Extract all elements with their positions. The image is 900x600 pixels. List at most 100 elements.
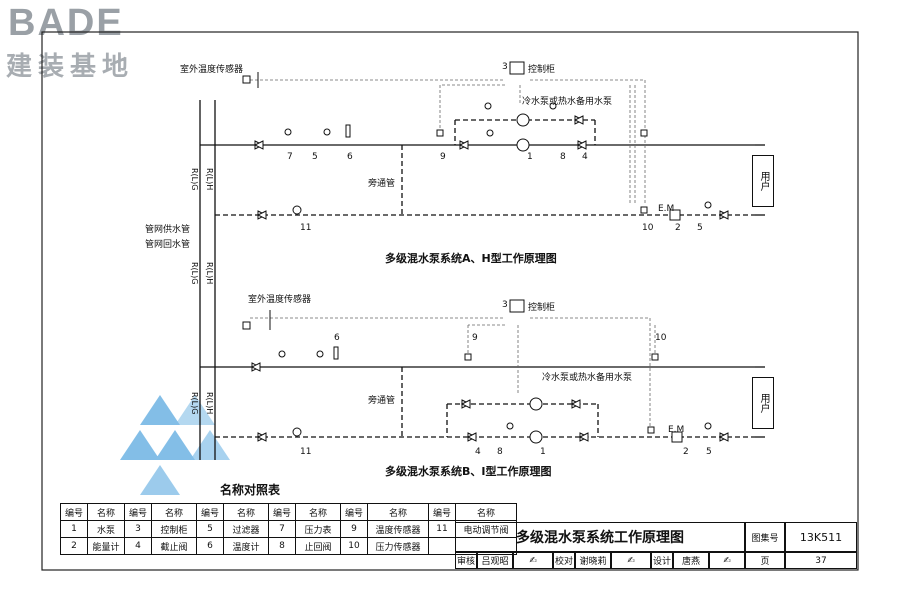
legend-header-cell: 编号	[340, 503, 368, 521]
titleblock-check-signature: ✍	[611, 552, 651, 569]
legend-cell: 止回阀	[295, 537, 341, 555]
d2-outdoor-sensor-label: 室外温度传感器	[248, 295, 312, 305]
d2-num-9: 9	[472, 333, 478, 343]
diagram1-pipes	[199, 100, 765, 460]
legend-cell	[428, 537, 456, 555]
d2-user-box: 用户	[752, 377, 774, 429]
d1-pipe-g-label-lower: R(L)G	[190, 262, 199, 285]
legend-title: 名称对照表	[220, 483, 281, 497]
d1-pipe-h-label-lower: R(L)H	[205, 262, 214, 285]
d1-num-9: 9	[440, 152, 446, 162]
legend-cell	[455, 537, 517, 555]
titleblock-review-signature: ✍	[513, 552, 553, 569]
legend-header-cell: 名称	[455, 503, 517, 521]
legend-header-cell: 编号	[428, 503, 456, 521]
d2-num-5: 5	[706, 447, 712, 457]
titleblock-page-no: 37	[785, 552, 857, 569]
d1-supply-pipe-label: 管网供水管	[145, 225, 191, 235]
legend-cell: 压力表	[295, 520, 341, 538]
d1-cabinet-num: 3	[502, 62, 508, 72]
legend-cell: 9	[340, 520, 368, 538]
d2-pipe-g-label: R(L)G	[190, 392, 199, 415]
d2-num-10: 10	[655, 333, 667, 343]
legend-row: 2 能量计 4 截止阀 6 温度计 8 止回阀 10 压力传感器	[60, 537, 517, 555]
d1-num-2: 2	[675, 223, 681, 233]
d2-num-4: 4	[475, 447, 481, 457]
brand-logo-cn: 建装基地	[6, 52, 135, 82]
diagram1-signal-lines	[250, 79, 646, 205]
legend-header-cell: 名称	[223, 503, 269, 521]
d2-num-1: 1	[540, 447, 546, 457]
legend-cell: 3	[124, 520, 152, 538]
titleblock-atlas-no: 13K511	[785, 522, 857, 552]
legend-cell: 8	[268, 537, 296, 555]
d2-bypass-label: 旁通管	[368, 396, 396, 406]
d1-num-11: 11	[300, 223, 312, 233]
d1-num-6: 6	[347, 152, 353, 162]
d2-num-8: 8	[497, 447, 503, 457]
d1-num-7: 7	[287, 152, 293, 162]
legend-header-cell: 编号	[60, 503, 88, 521]
legend-cell: 4	[124, 537, 152, 555]
d2-title: 多级混水泵系统B、I型工作原理图	[385, 465, 552, 478]
d1-return-pipe-label: 管网回水管	[145, 240, 191, 250]
drawing-frame	[41, 31, 859, 571]
legend-row: 1 水泵 3 控制柜 5 过滤器 7 压力表 9 温度传感器 11 电动调节阀	[60, 520, 517, 538]
legend-cell: 10	[340, 537, 368, 555]
diagram2-pipes	[200, 366, 765, 438]
d1-num-10: 10	[642, 223, 654, 233]
d1-num-5a: 5	[312, 152, 318, 162]
diagram2-components	[242, 299, 730, 444]
d1-num-5b: 5	[697, 223, 703, 233]
legend-header-cell: 名称	[367, 503, 429, 521]
d1-num-1: 1	[527, 152, 533, 162]
d2-num-11: 11	[300, 447, 312, 457]
brand-logo: BADE	[8, 2, 124, 44]
d1-backup-pump-label: 冷水泵或热水备用水泵	[522, 97, 613, 107]
d1-em-label: E.M	[658, 204, 675, 214]
d2-cabinet-num: 3	[502, 300, 508, 310]
titleblock-checker: 谢晓莉	[575, 552, 611, 569]
d1-pipe-h-label: R(L)H	[205, 168, 214, 191]
legend-cell: 控制柜	[151, 520, 197, 538]
d1-num-4: 4	[582, 152, 588, 162]
titleblock-design-label: 设计	[651, 552, 673, 569]
legend-header-cell: 名称	[151, 503, 197, 521]
legend-table: 编号 名称 编号 名称 编号 名称 编号 名称 编号 名称 编号 名称 1 水泵…	[60, 503, 517, 555]
d2-em-label: E.M	[668, 425, 685, 435]
titleblock-design-signature: ✍	[709, 552, 745, 569]
legend-header-cell: 名称	[295, 503, 341, 521]
titleblock-page-label: 页	[745, 552, 785, 569]
d2-pipe-h-label: R(L)H	[205, 392, 214, 415]
d1-outdoor-sensor-label: 室外温度传感器	[180, 65, 244, 75]
d1-num-8: 8	[560, 152, 566, 162]
legend-header-cell: 编号	[196, 503, 224, 521]
legend-cell: 11	[428, 520, 456, 538]
titleblock-check-label: 校对	[553, 552, 575, 569]
d1-user-box: 用户	[752, 155, 774, 207]
titleblock-review-label: 审核	[455, 552, 477, 569]
legend-cell: 1	[60, 520, 88, 538]
legend-cell: 7	[268, 520, 296, 538]
d2-cabinet-label: 控制柜	[528, 303, 556, 313]
legend-cell: 温度传感器	[367, 520, 429, 538]
legend-cell: 2	[60, 537, 88, 555]
titleblock-atlas-label: 图集号	[745, 522, 785, 552]
d1-cabinet-label: 控制柜	[528, 65, 556, 75]
legend-cell: 截止阀	[151, 537, 197, 555]
legend-cell: 水泵	[87, 520, 125, 538]
legend-header-cell: 编号	[268, 503, 296, 521]
legend-header-cell: 编号	[124, 503, 152, 521]
d1-title: 多级混水泵系统A、H型工作原理图	[385, 252, 557, 265]
legend-cell: 过滤器	[223, 520, 269, 538]
legend-header-cell: 名称	[87, 503, 125, 521]
legend-cell: 5	[196, 520, 224, 538]
legend-cell: 温度计	[223, 537, 269, 555]
d2-backup-pump-label: 冷水泵或热水备用水泵	[542, 373, 633, 383]
legend-cell: 能量计	[87, 537, 125, 555]
d2-num-2: 2	[683, 447, 689, 457]
diagram1-components	[242, 61, 730, 221]
legend-header-row: 编号 名称 编号 名称 编号 名称 编号 名称 编号 名称 编号 名称	[60, 503, 517, 521]
d1-pipe-g-label: R(L)G	[190, 168, 199, 191]
